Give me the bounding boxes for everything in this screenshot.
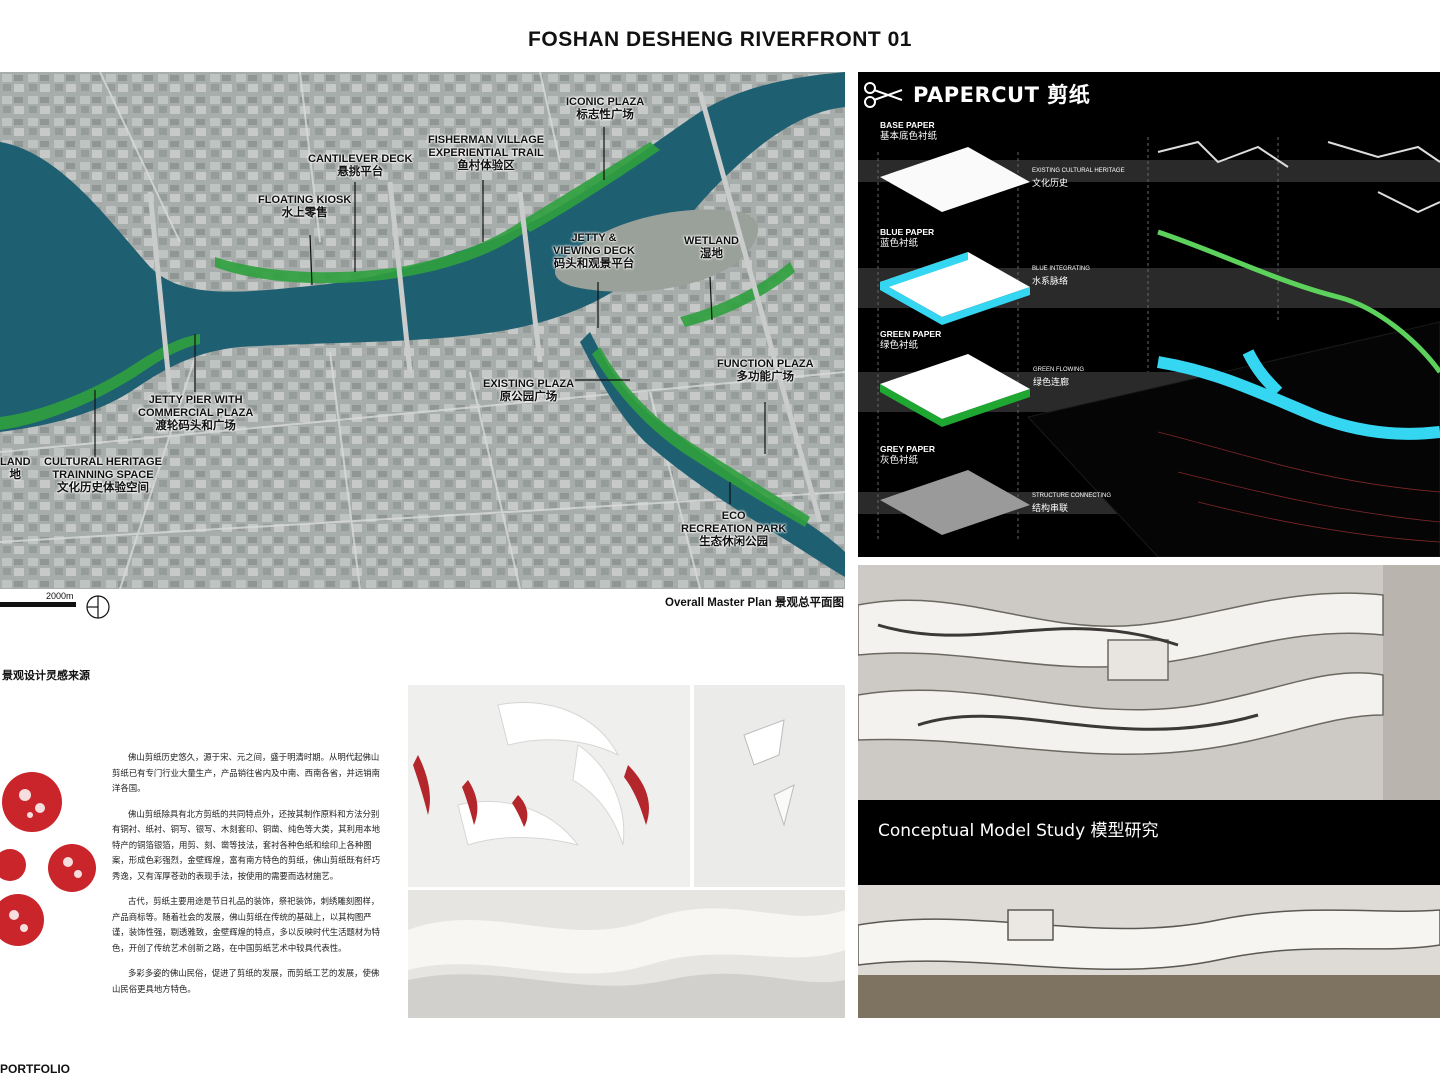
red-papercut-art xyxy=(0,772,96,946)
map-graphic xyxy=(0,72,845,589)
scale-bar xyxy=(0,602,76,607)
paragraph: 多彩多姿的佛山民俗，促进了剪纸的发展，而剪纸工艺的发展，使佛山民俗更具地方特色。 xyxy=(112,968,380,994)
model-caption: Conceptual Model Study 模型研究 xyxy=(878,821,1159,841)
north-arrow-icon xyxy=(86,595,110,619)
inspiration-body-text: 佛山剪纸历史悠久，源于宋、元之间，盛于明清时期。从明代起佛山剪纸已有专门行业大量… xyxy=(112,750,384,1007)
paragraph: 古代，剪纸主要用途是节日礼品的装饰，祭祀装饰，刺绣雕刻图样，产品商标等。随着社会… xyxy=(112,896,380,953)
canal-shape xyxy=(580,332,845,577)
scissors-icon xyxy=(864,82,903,108)
scale-label: 2000m xyxy=(46,591,74,601)
paragraph: 佛山剪纸历史悠久，源于宋、元之间，盛于明清时期。从明代起佛山剪纸已有专门行业大量… xyxy=(112,752,380,793)
papercut-title: PAPERCUT 剪纸 xyxy=(913,83,1091,107)
model-study-photos xyxy=(858,565,1440,1018)
map-caption: Overall Master Plan 景观总平面图 xyxy=(665,597,844,609)
paragraph: 佛山剪纸除具有北方剪纸的共同特点外，还按其制作原料和方法分别有铜衬、纸衬、铜写、… xyxy=(112,808,380,881)
island-shape xyxy=(555,209,759,292)
page-title: FOSHAN DESHENG RIVERFRONT 01 xyxy=(528,28,912,51)
footer-portfolio: PORTFOLIO xyxy=(0,1062,70,1076)
papercut-panel xyxy=(858,72,1440,557)
inspiration-heading: 景观设计灵感来源 xyxy=(2,670,90,682)
paper-waves-photo xyxy=(408,890,845,1018)
paper-swirl-photo xyxy=(408,685,690,887)
paper-fold-photo xyxy=(694,685,845,887)
